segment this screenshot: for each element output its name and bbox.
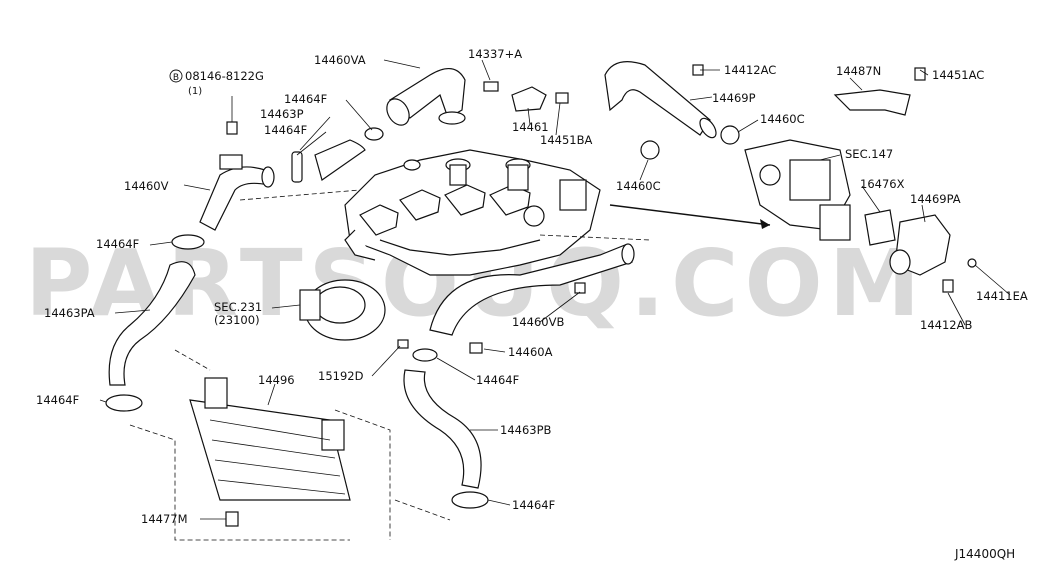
engine-cylinder-head [344, 149, 601, 276]
label-14463P: 14463P [260, 107, 304, 121]
label-16476X: 16476X [860, 177, 905, 191]
clamp-14464F-bot [451, 491, 489, 509]
dash-line [394, 499, 451, 521]
bolt-14451BA [555, 92, 569, 104]
bolt-08146 [226, 121, 238, 135]
dash-line [334, 409, 391, 540]
label-14460C-a: 14460C [760, 112, 805, 126]
label-14412AB: 14412AB [920, 318, 972, 332]
bracket-14487N [833, 89, 911, 116]
bolt-14412AB [942, 279, 954, 293]
bolt-ref-circle-label: B [173, 73, 179, 83]
label-14469PA: 14469PA [910, 192, 961, 206]
label-14412AC: 14412AC [724, 63, 776, 77]
label-14451AC: 14451AC [932, 68, 984, 82]
mount-14477M [225, 511, 239, 527]
bolt-14451AC [914, 67, 926, 81]
hose-14460VA [386, 68, 466, 126]
label-bolt-qty: (1) [188, 86, 202, 97]
label-14487N: 14487N [836, 64, 881, 78]
label-14464F-b: 14464F [264, 123, 307, 137]
label-sec147: SEC.147 [845, 147, 893, 161]
label-14463PA: 14463PA [44, 306, 95, 320]
hose-14463P [314, 127, 384, 181]
label-14460C-b: 14460C [616, 179, 661, 193]
label-14460VB: 14460VB [512, 315, 564, 329]
direction-arrow [609, 204, 771, 226]
dash-line [129, 349, 350, 541]
label-14464F-c: 14464F [96, 237, 139, 251]
clamp-14464F-left [171, 234, 205, 250]
leader-lines [99, 59, 1011, 520]
bolt-14460A [469, 342, 483, 354]
sensor-15192D [397, 339, 409, 349]
gasket-16476X [864, 209, 896, 246]
label-14496: 14496 [258, 373, 295, 387]
adapter-14469PA [889, 214, 951, 276]
direction-arrowhead [760, 219, 770, 229]
pipe-14460VB [429, 243, 635, 336]
hose-14463PA [108, 261, 196, 386]
hose-14463PB [403, 369, 482, 489]
label-14477M: 14477M [141, 512, 188, 526]
label-14461: 14461 [512, 120, 549, 134]
label-sec231: SEC.231 [214, 300, 262, 314]
pipe-14469P [604, 61, 717, 139]
nut-14411EA [967, 258, 977, 268]
egr-valve-sec147 [744, 139, 851, 241]
pipe-14460V [199, 154, 275, 231]
labels: B 08146-8122G (1) 14460VA 14337+A 14412A… [36, 47, 1028, 561]
clamp-14464F-top [291, 151, 303, 183]
bracket-14461 [511, 86, 547, 112]
label-14460V: 14460V [124, 179, 169, 193]
label-14464F-a: 14464F [284, 92, 327, 106]
bolt-14337A [483, 81, 499, 92]
label-14464F-f: 14464F [512, 498, 555, 512]
label-14460VA: 14460VA [314, 53, 366, 67]
label-14451BA: 14451BA [540, 133, 592, 147]
label-23100: (23100) [214, 313, 260, 327]
gasket-14460C-b [720, 125, 740, 145]
diagram-code: J14400QH [954, 547, 1015, 561]
clamp-14464F-low [105, 394, 143, 412]
label-14469P: 14469P [712, 91, 756, 105]
label-bolt-ref: 08146-8122G [185, 69, 264, 83]
gasket-14460C-a [640, 140, 660, 160]
intercooler-14496 [189, 377, 351, 501]
label-14464F-d: 14464F [476, 373, 519, 387]
label-14337A: 14337+A [468, 47, 522, 61]
clamp-14464F-mid [412, 348, 438, 362]
label-14460A: 14460A [508, 345, 553, 359]
label-14464F-e: 14464F [36, 393, 79, 407]
turbocharger-sec231 [299, 279, 386, 341]
label-15192D: 15192D [318, 369, 364, 383]
label-14463PB: 14463PB [500, 423, 552, 437]
label-14411EA: 14411EA [976, 289, 1028, 303]
dash-line [239, 189, 361, 201]
dash-line [539, 234, 651, 241]
